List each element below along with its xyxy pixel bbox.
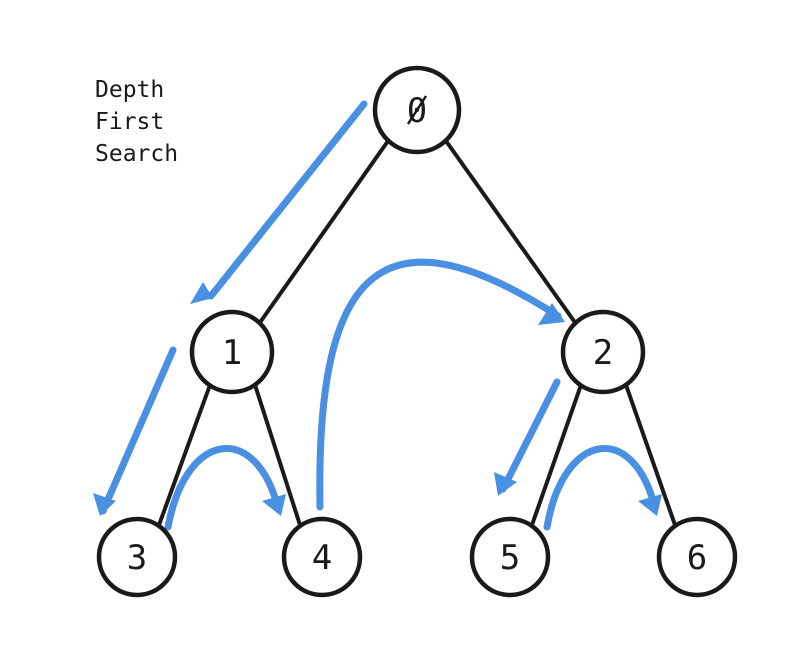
node-2-label: 2 [593, 333, 613, 373]
traversal-arrows [93, 100, 662, 531]
edge-0-2 [444, 139, 576, 323]
node-4-circle[interactable] [281, 516, 363, 598]
traversal-arrow-0-1-head [190, 282, 213, 304]
traversal-arrow-3-4-shaft [164, 445, 282, 531]
node-4-label: 4 [312, 538, 332, 578]
traversal-arrow-4-2-shaft [316, 258, 562, 511]
edge-2-6 [624, 383, 677, 527]
traversal-arrow-3-4 [164, 445, 286, 531]
node-3[interactable]: 3 [96, 516, 178, 598]
node-3-circle[interactable] [96, 516, 178, 598]
node-1-label: 1 [222, 333, 242, 373]
traversal-arrow-4-2-head [538, 303, 565, 325]
node-2-circle[interactable] [560, 309, 646, 395]
node-3-label: 3 [127, 538, 147, 578]
edge-1-3 [157, 383, 212, 527]
tree-nodes: 0 1 2 3 4 5 [96, 65, 738, 598]
node-2[interactable]: 2 [560, 309, 646, 395]
traversal-arrow-2-5 [494, 378, 561, 496]
caption-line-depth: Depth [95, 77, 164, 103]
node-6-circle[interactable] [656, 516, 738, 598]
traversal-arrow-3-4-head [262, 494, 286, 516]
traversal-arrow-5-6-head [638, 494, 662, 516]
edge-2-5 [530, 383, 583, 527]
traversal-arrow-2-5-shaft [499, 378, 561, 493]
traversal-arrow-4-2 [316, 258, 565, 511]
tree-edges [157, 139, 677, 527]
node-1[interactable]: 1 [189, 309, 275, 395]
node-0-slashed-zero-stroke [406, 95, 428, 125]
caption-block: Depth First Search [95, 77, 178, 167]
traversal-arrow-0-1-shaft [207, 100, 368, 300]
traversal-arrow-0-1 [190, 100, 368, 304]
node-5-circle[interactable] [469, 516, 551, 598]
traversal-arrow-2-5-head [494, 472, 517, 496]
node-4[interactable]: 4 [281, 516, 363, 598]
node-6-label: 6 [687, 538, 707, 578]
node-6[interactable]: 6 [656, 516, 738, 598]
caption-line-search: Search [95, 141, 178, 167]
traversal-arrow-5-6-shaft [543, 445, 659, 531]
node-0[interactable]: 0 [372, 65, 462, 155]
node-5-label: 5 [500, 538, 520, 578]
traversal-arrow-5-6 [543, 445, 662, 531]
edge-1-4 [253, 383, 302, 527]
edge-0-1 [259, 139, 390, 323]
traversal-arrow-1-3 [93, 346, 177, 516]
node-5[interactable]: 5 [469, 516, 551, 598]
node-1-circle[interactable] [189, 309, 275, 395]
traversal-arrow-1-3-head [93, 493, 116, 516]
caption-line-first: First [95, 109, 164, 135]
traversal-arrow-1-3-shaft [99, 346, 177, 515]
